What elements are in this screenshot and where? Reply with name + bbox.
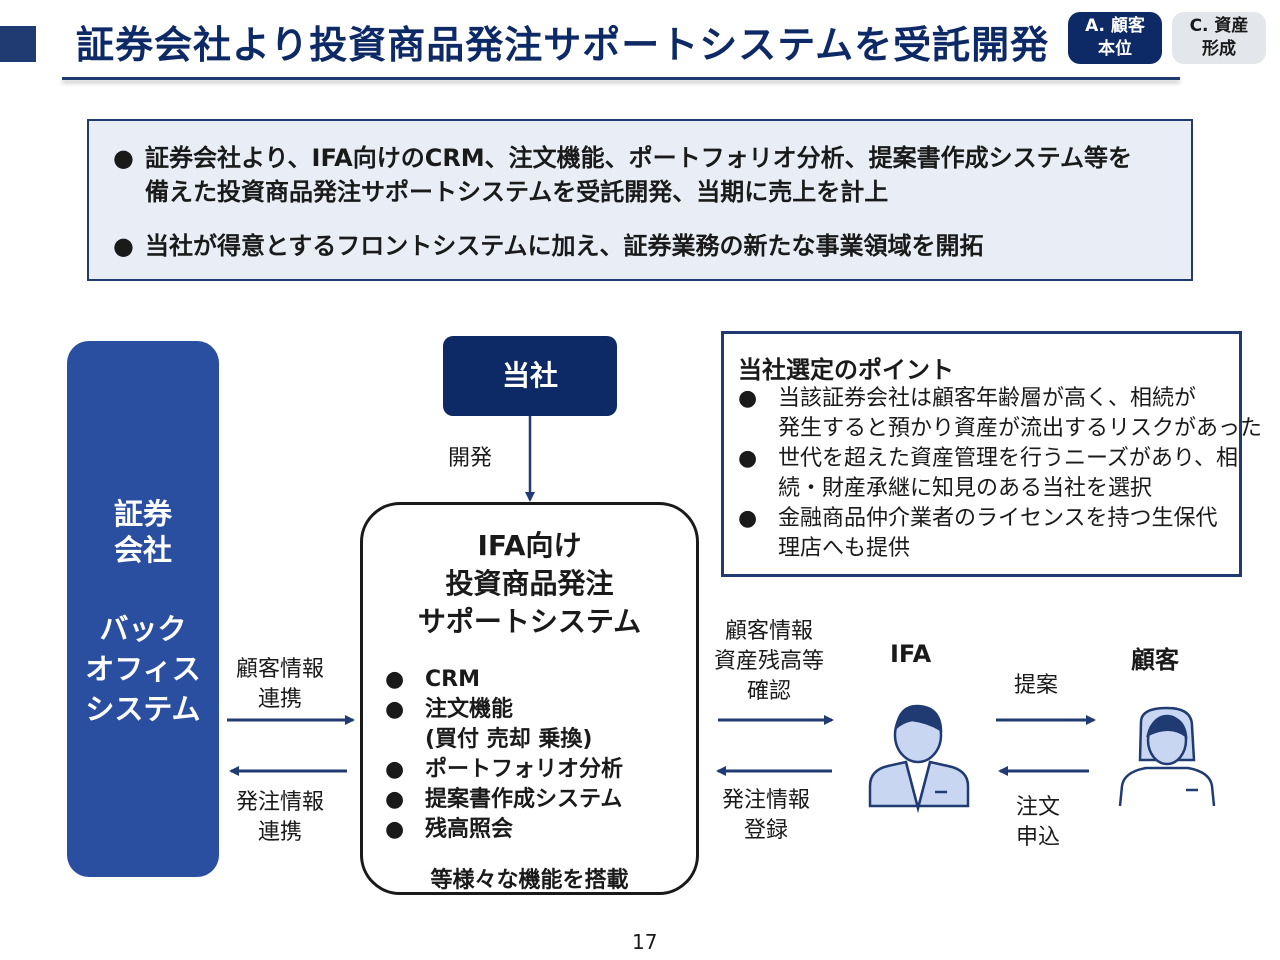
selection-points-box: 当社選定のポイント ● 当該証券会社は顧客年齢層が高く、相続が 発生すると預かり…	[721, 331, 1262, 577]
feature-label: 残高照会	[425, 817, 514, 842]
label-customer-info-link: 顧客情報 連携	[236, 655, 324, 715]
bullet-icon: ●	[385, 787, 405, 812]
point-1-line1: 当該証券会社は顧客年齢層が高く、相続が	[778, 386, 1197, 411]
left-bottom-label-line1: 発注情報	[236, 790, 325, 815]
backoffice-system-label: バック オフィス システム	[67, 609, 219, 729]
left-box-line4: オフィス	[85, 652, 201, 686]
bullet-icon: ●	[385, 667, 405, 692]
system-title-line2: 投資商品発注	[445, 567, 614, 600]
our-company-box: 当社	[443, 336, 617, 416]
system-footer: 等様々な機能を搭載	[430, 868, 629, 893]
point-3-line1: 金融商品仲介業者のライセンスを持つ生保代	[778, 506, 1218, 531]
right-bottom-label-line1: 発注情報	[722, 788, 811, 813]
left-box-line5: システム	[85, 692, 201, 726]
order-label-line1: 注文	[1016, 795, 1061, 820]
feature-label: CRM	[425, 667, 480, 692]
badge-a-line2: 本位	[1098, 39, 1132, 59]
bullet-icon: ●	[385, 757, 405, 782]
points-title: 当社選定のポイント	[738, 356, 954, 384]
right-top-label-line1: 顧客情報	[725, 619, 814, 644]
left-box-line1: 証券	[113, 497, 172, 531]
title-underline	[62, 77, 1180, 80]
ifa-label: IFA	[890, 640, 932, 668]
customer-person-icon	[1118, 706, 1216, 807]
bullet-icon: ●	[385, 817, 405, 842]
bullet-icon: ●	[113, 232, 134, 260]
order-label-line2: 申込	[1016, 825, 1061, 850]
ifa-person-icon	[868, 704, 970, 813]
securities-company-label: 証券 会社	[67, 496, 219, 568]
header-accent-square	[0, 26, 36, 62]
feature-label: 提案書作成システム	[425, 787, 623, 812]
bullet-icon: ●	[738, 386, 758, 411]
point-2-line2: 続・財産承継に知見のある当社を選択	[778, 476, 1153, 501]
securities-backoffice-box: 証券 会社 バック オフィス システム	[67, 341, 219, 877]
point-1-line2: 発生すると預かり資産が流出するリスクがあった	[778, 416, 1263, 441]
ordering-support-system-box: IFA向け 投資商品発注 サポートシステム ● CRM ● 注文機能 (買付 売…	[360, 502, 699, 895]
customer-label: 顧客	[1131, 646, 1179, 674]
point-3-line2: 理店へも提供	[778, 536, 911, 561]
badge-c-line2: 形成	[1202, 39, 1236, 59]
summary-item-1-line2: 備えた投資商品発注サポートシステムを受託開発、当期に売上を計上	[145, 178, 889, 206]
left-top-label-line1: 顧客情報	[236, 657, 325, 682]
left-box-line2: 会社	[113, 533, 172, 567]
left-bottom-label-line2: 連携	[258, 820, 303, 845]
point-2-line1: 世代を超えた資産管理を行うニーズがあり、相	[778, 446, 1239, 471]
label-order-info-link: 発注情報 連携	[236, 788, 324, 848]
label-order-registration: 発注情報 登録	[722, 786, 810, 846]
bullet-icon: ●	[738, 506, 758, 531]
summary-item-1-line1: 証券会社より、IFA向けのCRM、注文機能、ポートフォリオ分析、提案書作成システ…	[145, 144, 1132, 172]
badge-asset-building: C. 資産 形成	[1172, 12, 1266, 64]
feature-label: 注文機能	[425, 697, 514, 722]
bullet-icon: ●	[738, 446, 758, 471]
right-top-label-line3: 確認	[747, 679, 792, 704]
right-bottom-label-line2: 登録	[744, 818, 789, 843]
page-number: 17	[632, 930, 658, 954]
summary-box: ● 証券会社より、IFA向けのCRM、注文機能、ポートフォリオ分析、提案書作成シ…	[87, 119, 1193, 281]
label-proposal: 提案	[1014, 673, 1059, 698]
system-title-line1: IFA向け	[477, 529, 582, 562]
left-box-line3: バック	[99, 612, 187, 646]
right-top-label-line2: 資産残高等	[714, 649, 825, 674]
label-order-application: 注文 申込	[1016, 793, 1060, 853]
bullet-icon: ●	[385, 697, 405, 722]
badge-customer-first: A. 顧客 本位	[1068, 12, 1162, 64]
feature-label: ポートフォリオ分析	[425, 757, 624, 782]
feature-sub-label: (買付 売却 乗換)	[425, 727, 593, 752]
bullet-icon: ●	[113, 144, 134, 172]
badge-a-line1: A. 顧客	[1085, 16, 1145, 36]
left-top-label-line2: 連携	[258, 687, 303, 712]
badge-c-line1: C. 資産	[1189, 16, 1249, 36]
label-customer-info-check: 顧客情報 資産残高等 確認	[714, 617, 824, 707]
development-label: 開発	[448, 446, 493, 471]
system-title-line3: サポートシステム	[417, 605, 642, 638]
summary-item-2-text: 当社が得意とするフロントシステムに加え、証券業務の新たな事業領域を開拓	[145, 232, 984, 260]
page-title: 証券会社より投資商品発注サポートシステムを受託開発	[76, 23, 1050, 67]
system-title: IFA向け 投資商品発注 サポートシステム	[363, 527, 696, 641]
